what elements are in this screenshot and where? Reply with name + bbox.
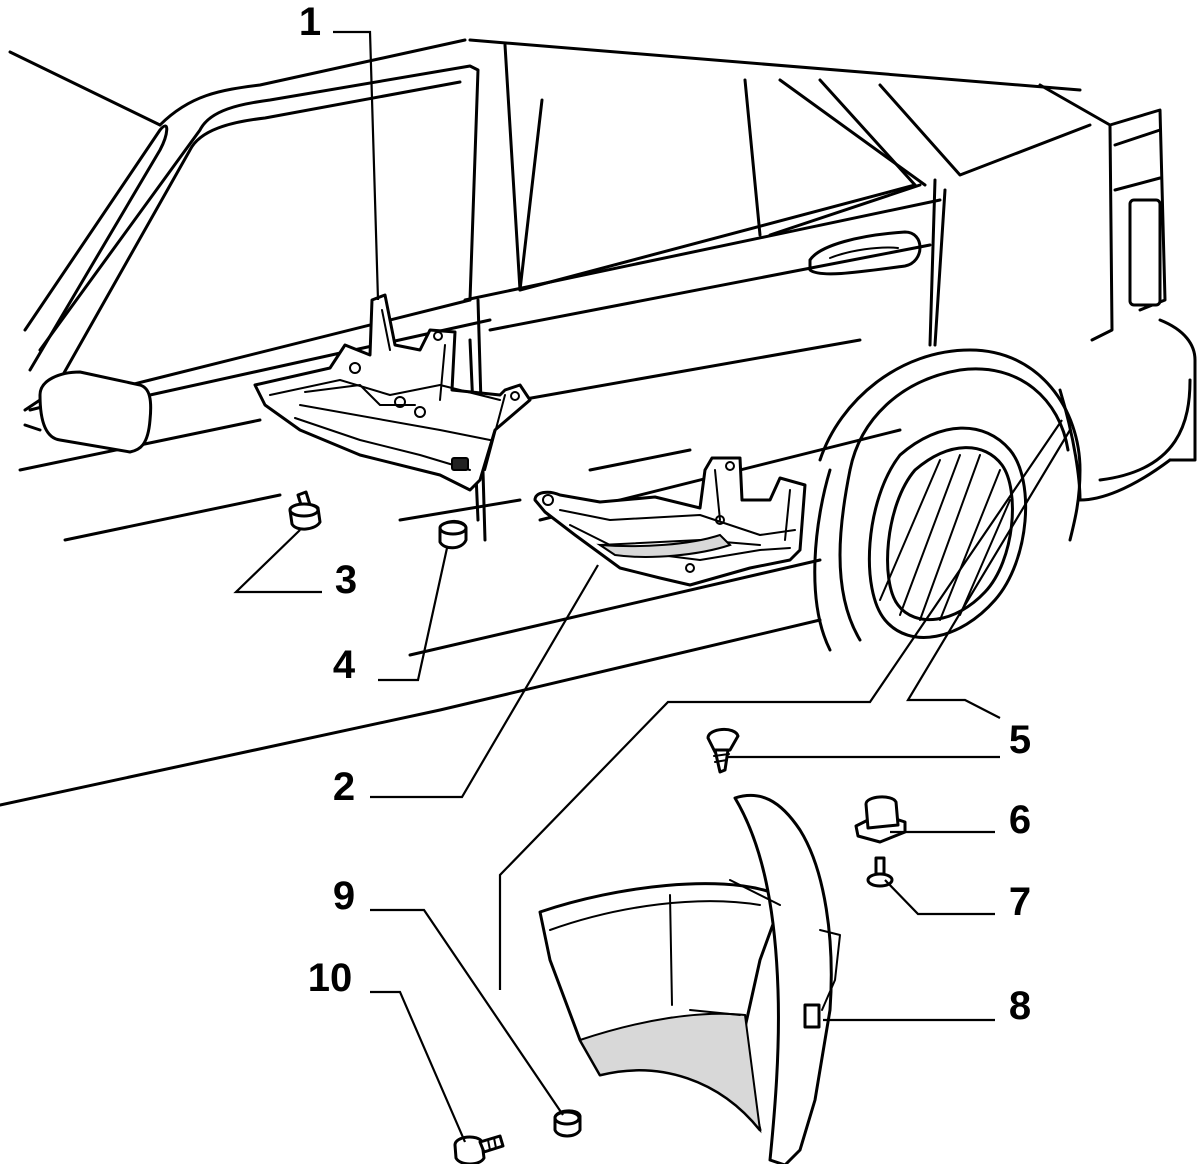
nut-9 <box>553 1109 582 1138</box>
car-body-outline <box>0 38 1197 807</box>
wheel-arch-liner-8 <box>538 793 841 1164</box>
leader-4 <box>378 547 449 682</box>
leader-1 <box>333 30 380 301</box>
callout-10: 10 <box>307 956 353 1000</box>
bracket-part-2 <box>533 456 807 587</box>
callout-6: 6 <box>1008 798 1032 842</box>
callout-5: 5 <box>1008 718 1032 762</box>
leader-3 <box>233 529 322 594</box>
bracket-installed <box>253 293 532 492</box>
screw-7 <box>866 856 894 888</box>
nut-4 <box>438 520 468 550</box>
callout-1: 1 <box>298 0 322 44</box>
screw-5 <box>706 728 740 774</box>
leader-7 <box>884 879 995 916</box>
leader-10 <box>370 990 467 1143</box>
callout-4: 4 <box>332 643 356 687</box>
callout-9: 9 <box>332 874 356 918</box>
clip-6 <box>854 795 907 844</box>
bolt-3 <box>288 490 322 531</box>
leader-5b <box>498 419 1063 990</box>
callout-2: 2 <box>332 765 356 809</box>
leader-lines <box>233 30 1071 1143</box>
leader-5 <box>906 429 1071 719</box>
leader-9 <box>370 908 564 1116</box>
callout-8: 8 <box>1008 984 1032 1028</box>
callout-7: 7 <box>1008 880 1032 924</box>
callout-3: 3 <box>334 558 358 602</box>
bolt-10 <box>453 1134 505 1164</box>
leader-2 <box>370 564 599 799</box>
